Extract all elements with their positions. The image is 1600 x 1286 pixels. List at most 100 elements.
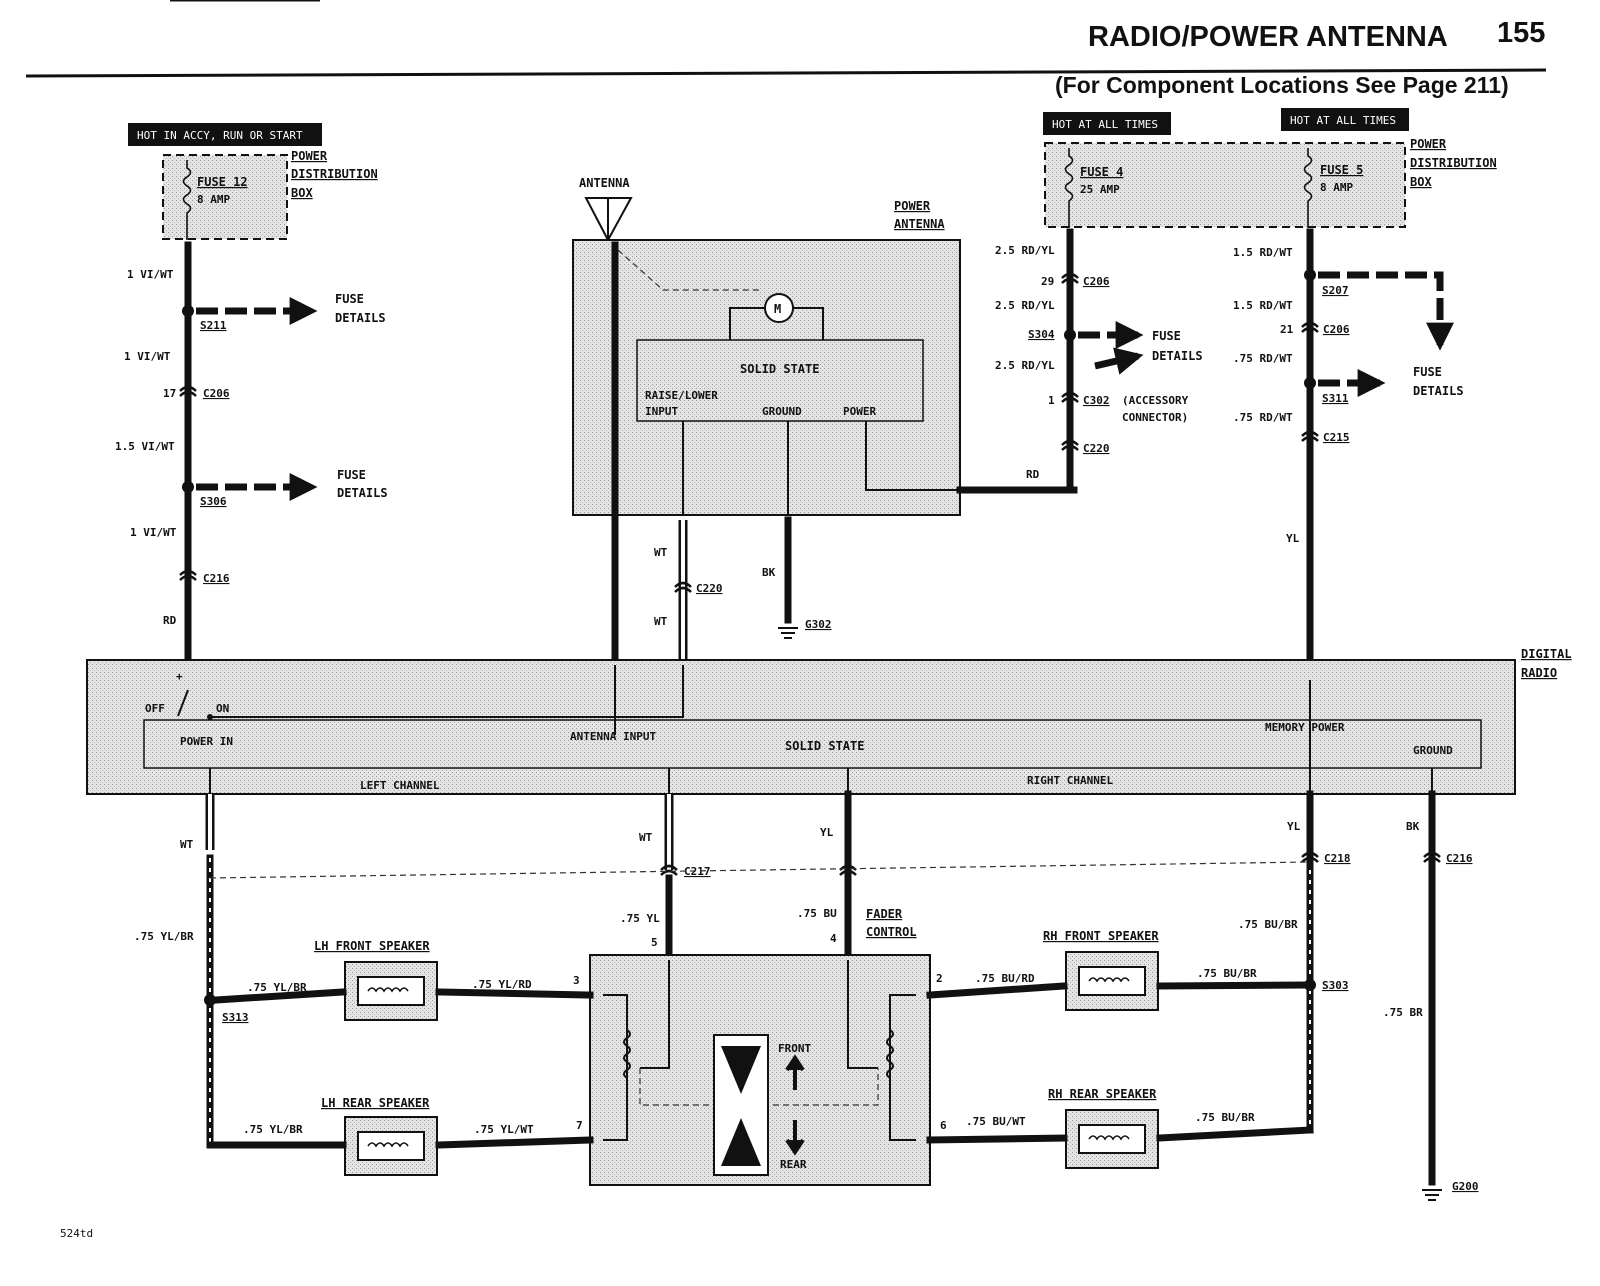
c216-left-label: C216 xyxy=(203,572,230,585)
antenna-label: ANTENNA xyxy=(579,176,630,190)
pin6-label: 6 xyxy=(940,1119,947,1132)
fader-left-pot xyxy=(603,960,670,1141)
fader-label-1: FADER xyxy=(866,907,903,921)
c206-right-pin: 21 xyxy=(1280,323,1294,336)
power-distribution-box-right xyxy=(1044,142,1406,228)
splice-s306-label: S306 xyxy=(200,495,227,508)
fuse-details-4b: DETAILS xyxy=(1413,384,1464,398)
radio-solid-state: SOLID STATE xyxy=(785,739,864,753)
radio-internal-bus xyxy=(210,665,684,735)
splice-s313-label: S313 xyxy=(222,1011,249,1024)
connector-c206-right xyxy=(1301,321,1319,333)
fuse-details-arrow-4 xyxy=(1094,347,1144,375)
ground-g302-symbol xyxy=(778,627,798,639)
power-antenna-label-1: POWER xyxy=(894,199,931,213)
rhf-right-wire-label: .75 BU/BR xyxy=(1197,967,1257,980)
connector-c220-antenna xyxy=(674,581,692,593)
pin2-label: 2 xyxy=(936,972,943,985)
connector-c217 xyxy=(660,864,678,876)
lh-vertical-wire: .75 YL/BR xyxy=(134,930,194,943)
antenna-solid-state: SOLID STATE xyxy=(740,362,819,376)
fuse-details-2b: DETAILS xyxy=(337,486,388,500)
lh-front-speaker-label: LH FRONT SPEAKER xyxy=(314,939,430,953)
antenna-link-dashed xyxy=(617,249,760,291)
connector-c215 xyxy=(1301,430,1319,442)
mid-wire-3: 2.5 RD/YL xyxy=(995,359,1055,372)
power-box-left-label-1: POWER xyxy=(291,149,328,163)
splice-s207-label: S207 xyxy=(1322,284,1349,297)
radio-power-in: POWER IN xyxy=(180,735,233,748)
page-number: 155 xyxy=(1497,17,1545,49)
c220-mid-label: C220 xyxy=(1083,442,1110,455)
rhr-right-wire-label: .75 BU/BR xyxy=(1195,1111,1255,1124)
lhf-right-wire-label: .75 YL/RD xyxy=(472,978,532,991)
c217-label: C217 xyxy=(684,865,711,878)
left-wire-2: 1 VI/WT xyxy=(124,350,171,363)
rh-front-speaker-icon xyxy=(1065,951,1159,1011)
rh-rear-speaker-label: RH REAR SPEAKER xyxy=(1048,1087,1157,1101)
digital-radio-label-2: RADIO xyxy=(1521,666,1557,680)
fuse-12-symbol xyxy=(182,160,192,240)
hot-label-all-2: HOT AT ALL TIMES xyxy=(1290,114,1396,127)
fader-right-pot xyxy=(847,960,916,1141)
mid-wire-1: 2.5 RD/YL xyxy=(995,244,1055,257)
page-title: RADIO/POWER ANTENNA xyxy=(1088,21,1448,53)
power-box-left-label-2: DISTRIBUTION xyxy=(291,167,378,181)
fuse-4-rating: 25 AMP xyxy=(1080,183,1120,196)
c206-mid-label: C206 xyxy=(1083,275,1110,288)
splice-s211-label: S211 xyxy=(200,319,227,332)
right-wire-4: .75 RD/WT xyxy=(1233,411,1293,424)
c206-mid-pin: 29 xyxy=(1041,275,1054,288)
rhf-left-wire-label: .75 BU/RD xyxy=(975,972,1035,985)
motor-leads xyxy=(729,307,824,340)
splice-s311-label: S311 xyxy=(1322,392,1349,405)
lhf-left-wire-label: .75 YL/BR xyxy=(247,981,307,994)
c206-right-label: C206 xyxy=(1323,323,1350,336)
connector-c218 xyxy=(1301,851,1319,863)
splice-s303-label: S303 xyxy=(1322,979,1349,992)
splice-s304 xyxy=(1064,329,1076,341)
radio-right-channel: RIGHT CHANNEL xyxy=(1027,774,1113,787)
left-wire-4: 1 VI/WT xyxy=(130,526,177,539)
lh-front-speaker-icon xyxy=(344,961,438,1021)
radio-off: OFF xyxy=(145,702,165,715)
splice-s311 xyxy=(1304,377,1316,389)
pin3-label: 3 xyxy=(573,974,580,987)
lhr-right-wire-label: .75 YL/WT xyxy=(474,1123,534,1136)
connector-c206-left xyxy=(179,385,197,397)
fuse-details-1b: DETAILS xyxy=(335,311,386,325)
radio-switch-plus: + xyxy=(176,670,183,683)
ground-g200: G200 xyxy=(1452,1180,1479,1193)
c302-note-1: (ACCESSORY xyxy=(1122,394,1189,407)
rhr-right-wire xyxy=(1156,1126,1314,1142)
footer-code: 524td xyxy=(60,1227,93,1240)
fuse-4-name: FUSE 4 xyxy=(1080,165,1123,179)
fuse-details-4a: FUSE xyxy=(1413,365,1442,379)
lhf-left-wire xyxy=(212,988,347,1004)
antenna-power-label: POWER xyxy=(843,405,876,418)
splice-s211 xyxy=(182,305,194,317)
radio-memory-power: MEMORY POWER xyxy=(1265,721,1345,734)
rhf-left-wire xyxy=(926,982,1068,999)
c302-pin: 1 xyxy=(1048,394,1055,407)
fader-front: FRONT xyxy=(778,1042,811,1055)
right-wire-yl: YL xyxy=(1287,820,1301,833)
lh-wire-wt: WT xyxy=(180,838,194,851)
mid-wire-2: 2.5 RD/YL xyxy=(995,299,1055,312)
pin5-label: 5 xyxy=(651,936,658,949)
fuse-4-symbol xyxy=(1064,148,1074,228)
lhr-right-wire xyxy=(435,1136,594,1149)
radio-antenna-input: ANTENNA INPUT xyxy=(570,730,656,743)
antenna-wire-bk: BK xyxy=(762,566,776,579)
fader-rear: REAR xyxy=(780,1158,807,1171)
pin5-wire-label: .75 YL xyxy=(620,912,660,925)
rhf-right-wire xyxy=(1156,981,1308,990)
antenna-input-label-1: RAISE/LOWER xyxy=(645,389,718,402)
fader-arrow-up xyxy=(721,1118,761,1166)
hot-label-all-1: HOT AT ALL TIMES xyxy=(1052,118,1158,131)
rh-vertical-wire: .75 BU/BR xyxy=(1238,918,1298,931)
connector-c220-mid xyxy=(1061,439,1079,451)
rh-front-speaker-label: RH FRONT SPEAKER xyxy=(1043,929,1159,943)
connector-c216-right xyxy=(1423,851,1441,863)
fuse-12-name: FUSE 12 xyxy=(197,175,248,189)
